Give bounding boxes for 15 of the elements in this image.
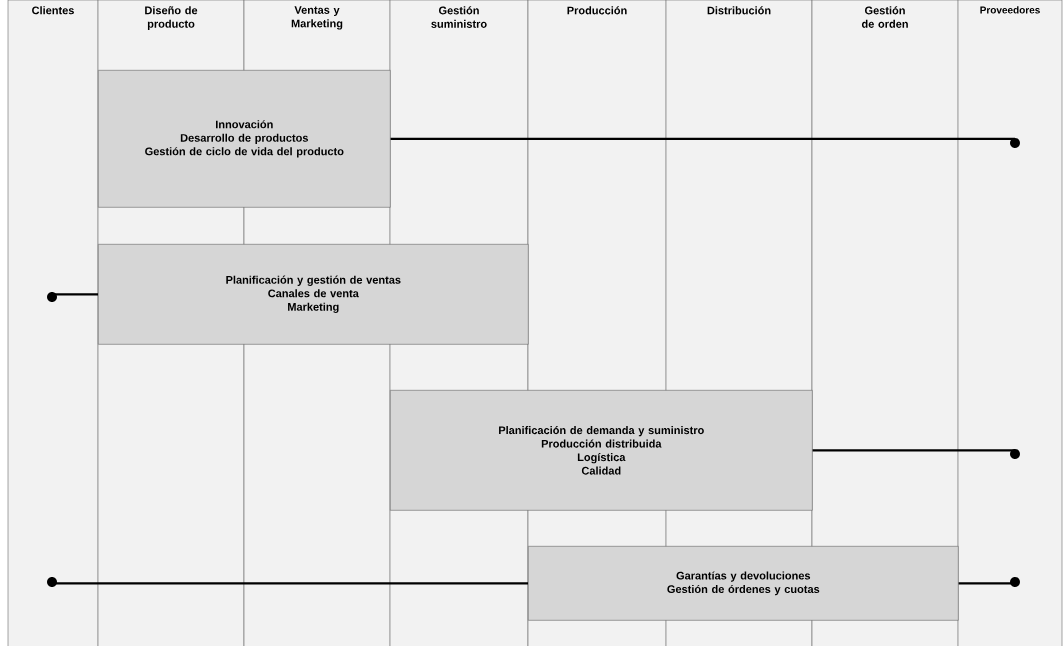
column-header: Gestión suministro [431, 6, 487, 28]
process-box: Innovación Desarrollo de productos Gestión de ciclo de vida del producto [98, 70, 391, 208]
process-box: Planificación de demanda y suministro Producción distribuida Logística Calidad [390, 390, 813, 511]
column-header: Distribución [707, 6, 771, 15]
column-header: Clientes [32, 6, 74, 15]
column-header: Proveedores [980, 6, 1040, 14]
connector-line [52, 293, 98, 296]
column-header: Diseño de producto [145, 6, 198, 30]
column-header: Ventas y Marketing [291, 6, 343, 30]
connector-line [390, 137, 1015, 140]
process-box: Garantías y devoluciones Gestión de órdenes y cuotas [528, 546, 959, 621]
connector-line [812, 449, 1015, 452]
column-header: Producción [567, 6, 627, 15]
process-box: Planificación y gestión de ventas Canales de venta Marketing [98, 244, 529, 345]
column-header: Gestión de orden [861, 6, 908, 28]
